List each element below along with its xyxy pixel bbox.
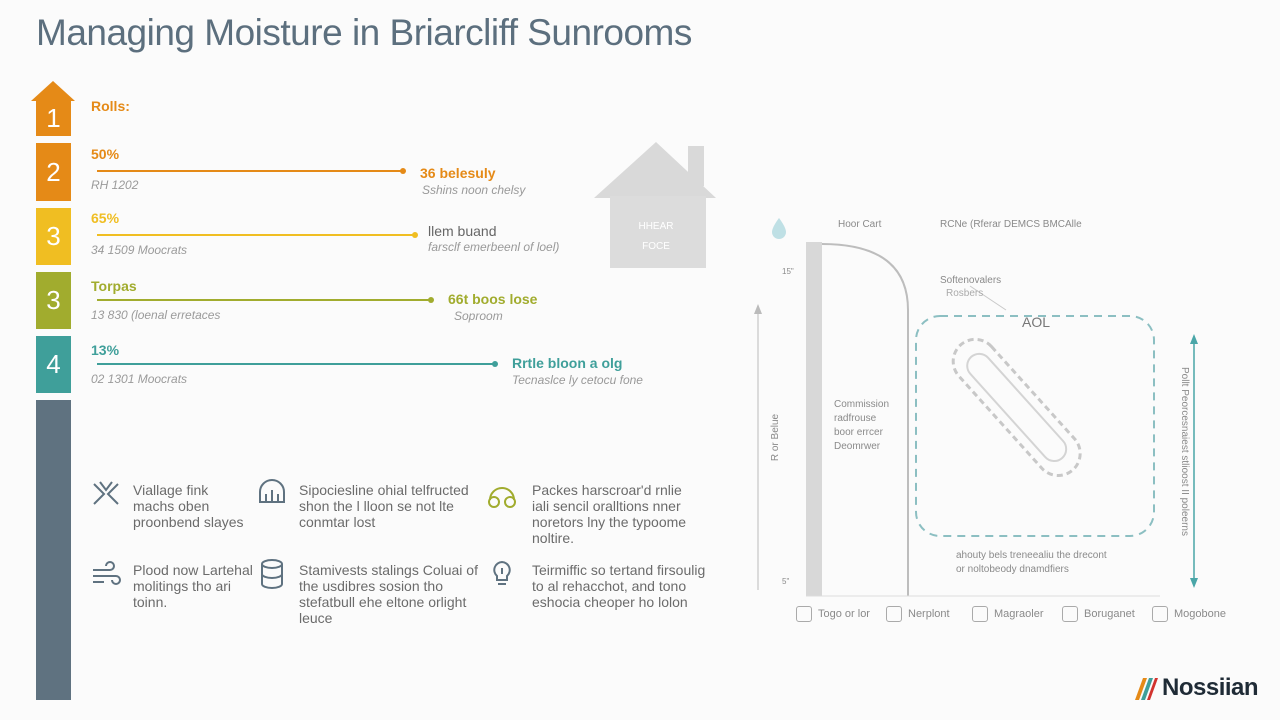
level-2-line [97,170,403,172]
legend-item-3: Magraoler [972,606,1044,622]
legend-icon-5 [1152,606,1168,622]
level-2-end-label: 36 belesuly [420,165,496,181]
page-title: Managing Moisture in Briarcliff Sunrooms [36,12,692,53]
legend-item-5: Mogobone [1152,606,1226,622]
cylinder-icon [261,559,283,589]
legend-item-4: Boruganet [1062,606,1135,622]
house-label: HHEAR FOCE [638,221,674,252]
level-2-dot [400,168,406,174]
legend-icon-2 [886,606,902,622]
wall-curve [821,243,909,596]
level-5-end-sub: Tecnaslce ly cetocu fone [512,373,643,387]
brand-logo: Nossiian [1162,674,1259,701]
level-3-end-sub: farsclf emerbeenl of loel) [428,240,560,254]
bottom-note-2: or noltobeody dnamdfiers [956,564,1069,575]
tip-1: Viallage fink machs oben proonbend slaye… [133,482,244,530]
legend-item-1: Togo or lor [796,606,870,622]
legend-item-2: Nerplont [886,606,950,622]
level-2-sub: RH 1202 [91,178,139,192]
right-axis-label: Pollt Peorcesnaiest stlioost II poleerns [1178,367,1190,536]
tip-2: Sipociesline ohial telfructed shon the l… [299,482,469,530]
moisture-chart [754,242,1198,597]
level-5-sub: 02 1301 Moocrats [91,372,188,386]
fan-icon [93,481,119,505]
legend-icon-1 [796,606,812,622]
level-5-end-label: Rrtle bloon a olg [512,355,623,371]
level-2-end-sub: Sshins noon chelsy [422,183,526,197]
level-5-label: 13% [91,342,120,358]
wind-icon [93,561,121,585]
level-4-end-sub: Soproom [454,309,503,323]
chart-header-right: RCNe (Rferar DEMCS BMCAlle [940,219,1082,230]
arrow-up-icon [31,81,75,101]
level-5-badge: 4 [36,336,71,393]
level-4-sub: 13 830 (loenal erretaces [91,308,221,322]
legend-icon-4 [1062,606,1078,622]
level-4-line [97,299,431,301]
tip-3: Packes harscroar'd rnlie iali sencil ora… [532,482,687,546]
level-4-dot [428,297,434,303]
tip-4: Plood now Lartehal molitings tho ari toi… [133,562,253,610]
brand-logo-icon [1135,678,1158,700]
zone-box [915,315,1155,537]
level-4-end-label: 66t boos lose [448,291,538,307]
headphones-icon [488,487,516,508]
left-note: Commission radfrouse boor errcer Deomrwe… [834,399,890,452]
y-axis-label: R or Belue [770,413,782,462]
lightbulb-icon [493,560,511,585]
y-bottom-tick: 5" [782,577,790,586]
softener-label: Softenovalers [940,275,1002,286]
softener-sub: Rosbers [946,288,984,299]
tip-6: Teirmiffic so tertand firsoulig to al re… [532,562,706,610]
y-top-tick: 15" [782,267,794,276]
level-3-end-label: llem buand [428,223,497,239]
level-4-badge: 3 [36,272,71,329]
bottom-note-1: ahouty bels treneealiu the drecont [956,550,1107,561]
zone-label: AOL [1022,314,1051,330]
house-icon [594,142,716,268]
legend-icon-3 [972,606,988,622]
level-1-badge: 1 [36,100,71,136]
arch-icon [259,479,285,503]
level-2-label: 50% [91,146,120,162]
wall-bar [806,242,822,596]
level-3-label: 65% [91,210,120,226]
level-3-dot [412,232,418,238]
pipe-shape [951,337,1082,478]
level-2-badge: 2 [36,143,71,201]
level-3-line [97,234,415,236]
sidebar-base [36,400,71,700]
level-3-sub: 34 1509 Moocrats [91,243,188,257]
chart-header-left: Hoor Cart [838,219,882,230]
level-3-badge: 3 [36,208,71,265]
tip-5: Stamivests stalings Coluai of the usdibr… [299,562,478,626]
level-5-line [97,363,495,365]
water-drop-icon [772,218,786,239]
level-5-dot [492,361,498,367]
level-1-label: Rolls: [91,98,130,114]
level-4-label: Torpas [91,278,137,294]
